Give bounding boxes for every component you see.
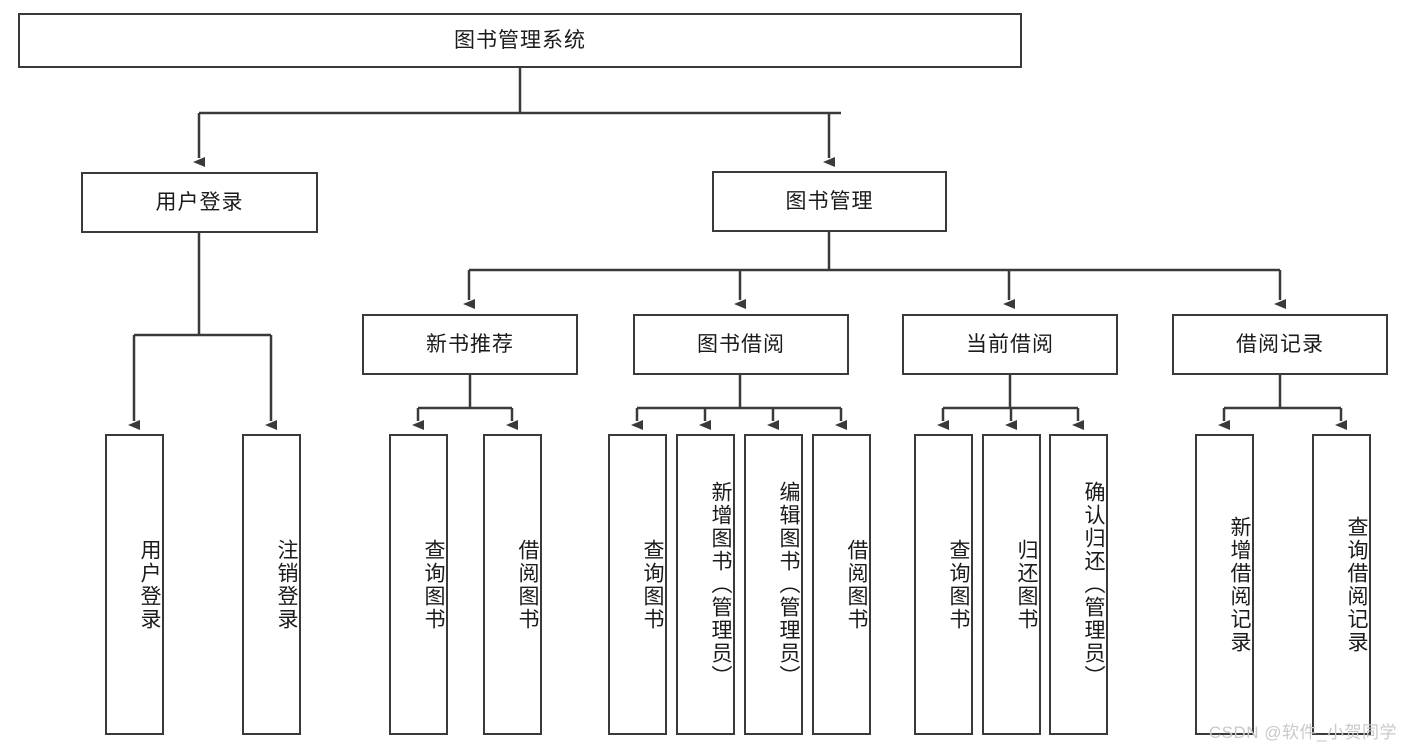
node-leaf-query-book-2[interactable]: 查询图书 — [608, 434, 667, 735]
node-leaf-query-book-1-label: 查询图书 — [422, 538, 445, 631]
node-new-book-rec[interactable]: 新书推荐 — [362, 314, 578, 375]
node-leaf-query-book-3-label: 查询图书 — [947, 538, 970, 631]
node-leaf-query-book-1[interactable]: 查询图书 — [389, 434, 448, 735]
node-leaf-add-book-label: 新增图书（管理员） — [709, 481, 732, 688]
node-user-login-label: 用户登录 — [155, 190, 244, 214]
node-user-login[interactable]: 用户登录 — [81, 172, 318, 233]
node-leaf-confirm-return[interactable]: 确认归还（管理员） — [1049, 434, 1108, 735]
node-leaf-add-record[interactable]: 新增借阅记录 — [1195, 434, 1254, 735]
node-leaf-borrow-book-1-label: 借阅图书 — [516, 538, 539, 631]
node-book-borrow[interactable]: 图书借阅 — [633, 314, 849, 375]
node-current-borrow[interactable]: 当前借阅 — [902, 314, 1118, 375]
node-book-borrow-label: 图书借阅 — [697, 332, 785, 356]
node-leaf-borrow-book-1[interactable]: 借阅图书 — [483, 434, 542, 735]
node-leaf-logout[interactable]: 注销登录 — [242, 434, 301, 735]
node-borrow-record[interactable]: 借阅记录 — [1172, 314, 1388, 375]
node-leaf-return-book-label: 归还图书 — [1015, 538, 1038, 631]
node-leaf-borrow-book-2-label: 借阅图书 — [845, 538, 868, 631]
node-leaf-confirm-return-label: 确认归还（管理员） — [1082, 481, 1105, 688]
node-leaf-query-book-2-label: 查询图书 — [641, 538, 664, 631]
node-leaf-logout-label: 注销登录 — [275, 538, 298, 631]
node-leaf-borrow-book-2[interactable]: 借阅图书 — [812, 434, 871, 735]
node-leaf-edit-book-label: 编辑图书（管理员） — [777, 481, 800, 688]
node-current-borrow-label: 当前借阅 — [966, 332, 1054, 356]
node-leaf-query-record-label: 查询借阅记录 — [1345, 515, 1368, 654]
node-book-manage[interactable]: 图书管理 — [712, 171, 947, 232]
node-new-book-rec-label: 新书推荐 — [426, 332, 514, 356]
node-leaf-add-record-label: 新增借阅记录 — [1228, 515, 1251, 654]
node-book-manage-label: 图书管理 — [785, 189, 874, 213]
node-leaf-user-login[interactable]: 用户登录 — [105, 434, 164, 735]
node-leaf-query-book-3[interactable]: 查询图书 — [914, 434, 973, 735]
node-leaf-add-book[interactable]: 新增图书（管理员） — [676, 434, 735, 735]
csdn-watermark: CSDN @软件_小贺同学 — [1208, 723, 1397, 742]
node-leaf-query-record[interactable]: 查询借阅记录 — [1312, 434, 1371, 735]
node-leaf-user-login-label: 用户登录 — [138, 538, 161, 631]
node-root[interactable]: 图书管理系统 — [18, 13, 1022, 68]
node-leaf-edit-book[interactable]: 编辑图书（管理员） — [744, 434, 803, 735]
node-root-label: 图书管理系统 — [454, 28, 586, 52]
node-borrow-record-label: 借阅记录 — [1236, 332, 1324, 356]
node-leaf-return-book[interactable]: 归还图书 — [982, 434, 1041, 735]
